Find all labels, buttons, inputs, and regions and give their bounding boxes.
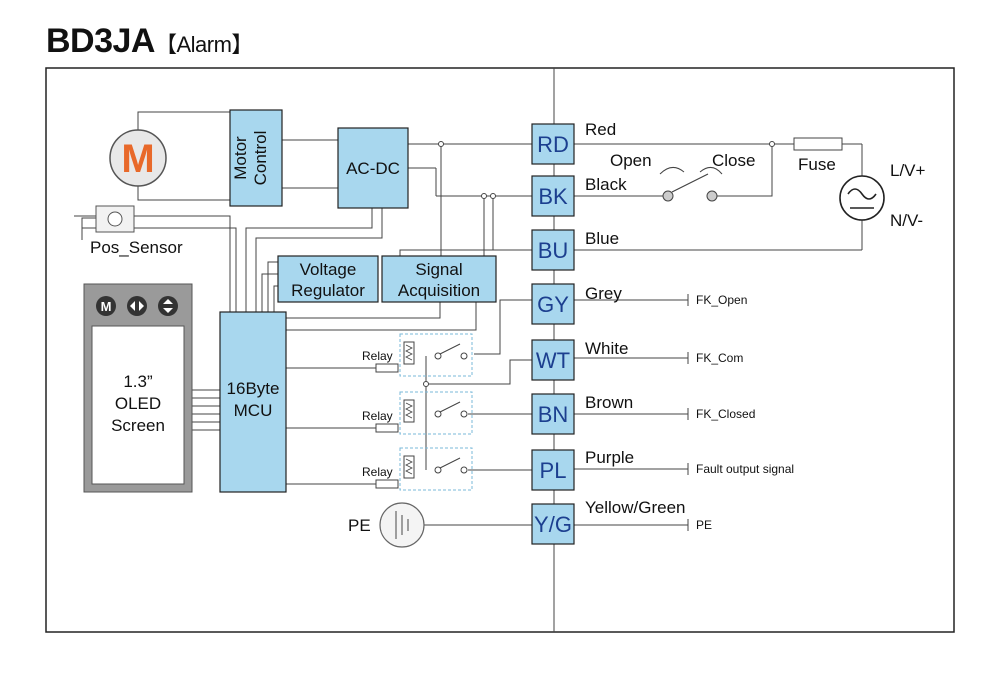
- motor-control-block: [229, 109, 283, 207]
- ac-dc-label: AC-DC: [346, 159, 400, 178]
- neutral-label: N/V-: [890, 211, 923, 230]
- terminal-bn-code: BN: [538, 402, 569, 427]
- target-fault-output: Fault output signal: [696, 462, 794, 476]
- relay-3: Relay: [362, 447, 473, 491]
- external-wires: [574, 143, 863, 531]
- terminal-bn: BN: [531, 393, 575, 435]
- wire-label-grey: Grey: [585, 284, 622, 303]
- terminal-wt-code: WT: [536, 348, 570, 373]
- terminal-bu-code: BU: [538, 238, 569, 263]
- signal-acquisition-label-1: Signal: [415, 260, 462, 279]
- page-title: BD3JA【Alarm】: [46, 22, 253, 61]
- mcu-label-1: 16Byte: [227, 379, 280, 398]
- wire-label-yellow-green: Yellow/Green: [585, 498, 686, 517]
- title-main: BD3JA: [46, 22, 155, 60]
- terminal-gy: GY: [531, 283, 575, 325]
- terminal-rd: RD: [531, 123, 575, 165]
- mcu-label-2: MCU: [234, 401, 273, 420]
- oled-module: M 1.3” OLED Screen: [83, 283, 193, 493]
- motor-label: M: [121, 137, 154, 181]
- terminal-pl: PL: [531, 449, 575, 491]
- wire-label-black: Black: [585, 175, 627, 194]
- ground-icon: [379, 502, 425, 548]
- terminal-wt: WT: [531, 339, 575, 381]
- motor-control-label-2: Control: [251, 131, 270, 186]
- menu-button-icon: M: [96, 296, 116, 316]
- terminal-yg: Y/G: [531, 503, 575, 545]
- title-sub: 【Alarm】: [154, 32, 253, 57]
- oled-label-3: Screen: [111, 416, 165, 435]
- ac-source-icon: [839, 175, 885, 221]
- diagram-frame: [45, 67, 955, 633]
- motor-icon: M: [109, 129, 167, 187]
- terminal-bk-code: BK: [538, 184, 568, 209]
- voltage-regulator-label-2: Regulator: [291, 281, 365, 300]
- signal-acquisition-label-2: Acquisition: [398, 281, 480, 300]
- target-fk-open: FK_Open: [696, 293, 747, 307]
- oled-label-2: OLED: [115, 394, 161, 413]
- wire-label-blue: Blue: [585, 229, 619, 248]
- motor-control-label-1: Motor: [231, 136, 250, 180]
- relay-2: Relay: [362, 391, 473, 435]
- voltage-regulator-label-1: Voltage: [300, 260, 357, 279]
- svg-text:M: M: [101, 299, 112, 314]
- mcu-block: [219, 311, 287, 493]
- relay-1: Relay: [362, 333, 473, 377]
- target-pe: PE: [696, 518, 712, 532]
- target-fk-closed: FK_Closed: [696, 407, 755, 421]
- terminal-rd-code: RD: [537, 132, 569, 157]
- fuse-label: Fuse: [798, 155, 836, 174]
- relay-label-1: Relay: [362, 349, 393, 363]
- wire-label-white: White: [585, 339, 628, 358]
- target-fk-com: FK_Com: [696, 351, 743, 365]
- fuse-icon: [793, 137, 843, 151]
- terminal-bk: BK: [531, 175, 575, 217]
- wire-label-brown: Brown: [585, 393, 633, 412]
- line-label: L/V+: [890, 161, 926, 180]
- pos-sensor-icon: [95, 205, 135, 233]
- switch-close-label: Close: [712, 151, 755, 170]
- signal-acquisition-block: [381, 255, 497, 303]
- terminal-bu: BU: [531, 229, 575, 271]
- voltage-regulator-block: [277, 255, 379, 303]
- junction-dots: [423, 141, 775, 387]
- oled-label-1: 1.3”: [123, 372, 153, 391]
- terminal-gy-code: GY: [537, 292, 569, 317]
- pos-sensor-label: Pos_Sensor: [90, 238, 183, 257]
- pe-label: PE: [348, 516, 371, 535]
- wire-label-red: Red: [585, 120, 616, 139]
- switch-open-label: Open: [610, 151, 652, 170]
- ac-dc-block: [337, 127, 409, 209]
- terminal-pl-code: PL: [540, 458, 567, 483]
- up-down-button-icon: [158, 296, 178, 316]
- left-right-button-icon: [127, 296, 147, 316]
- relay-label-2: Relay: [362, 409, 393, 423]
- wire-label-purple: Purple: [585, 448, 634, 467]
- relay-label-3: Relay: [362, 465, 393, 479]
- terminal-yg-code: Y/G: [534, 512, 572, 537]
- switch-icon: [659, 167, 723, 202]
